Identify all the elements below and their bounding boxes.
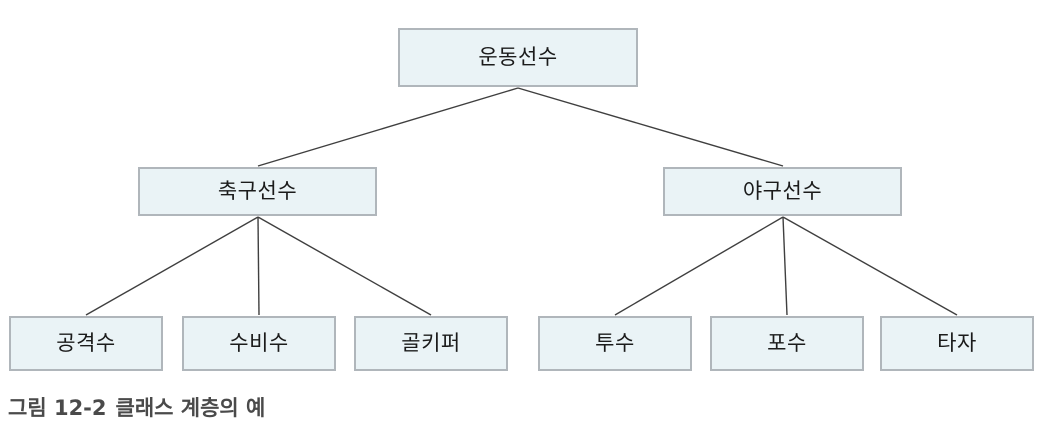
connector-soccer-to-goalkeeper	[257, 216, 432, 316]
node-label: 투수	[595, 331, 635, 355]
node-label: 골키퍼	[401, 331, 461, 355]
connector-root-to-soccer	[257, 87, 519, 167]
node-label: 운동선수	[478, 45, 558, 69]
connector-baseball-to-catcher	[782, 216, 788, 316]
node-baseball-player[interactable]: 야구선수	[663, 167, 902, 216]
node-pitcher[interactable]: 투수	[538, 316, 692, 371]
node-defender[interactable]: 수비수	[182, 316, 336, 371]
connector-baseball-to-pitcher	[614, 216, 784, 316]
figure-caption-text: 클래스 계층의 예	[115, 396, 266, 420]
node-forward[interactable]: 공격수	[9, 316, 163, 371]
node-label: 공격수	[56, 331, 116, 355]
node-label: 축구선수	[217, 179, 298, 203]
node-root-athlete[interactable]: 운동선수	[398, 28, 638, 87]
connector-root-to-baseball	[517, 87, 784, 167]
node-label: 야구선수	[742, 179, 823, 203]
node-catcher[interactable]: 포수	[710, 316, 864, 371]
figure-caption-number: 그림 12-2	[8, 396, 107, 420]
node-label: 포수	[767, 331, 807, 355]
node-label: 타자	[937, 331, 977, 355]
node-label: 수비수	[229, 331, 289, 355]
figure-caption: 그림 12-2 클래스 계층의 예	[8, 392, 265, 422]
node-goalkeeper[interactable]: 골키퍼	[354, 316, 508, 371]
connector-soccer-to-defender	[257, 216, 260, 316]
node-soccer-player[interactable]: 축구선수	[138, 167, 377, 216]
connector-soccer-to-forward	[85, 216, 259, 316]
node-batter[interactable]: 타자	[880, 316, 1034, 371]
connector-baseball-to-batter	[782, 216, 958, 316]
